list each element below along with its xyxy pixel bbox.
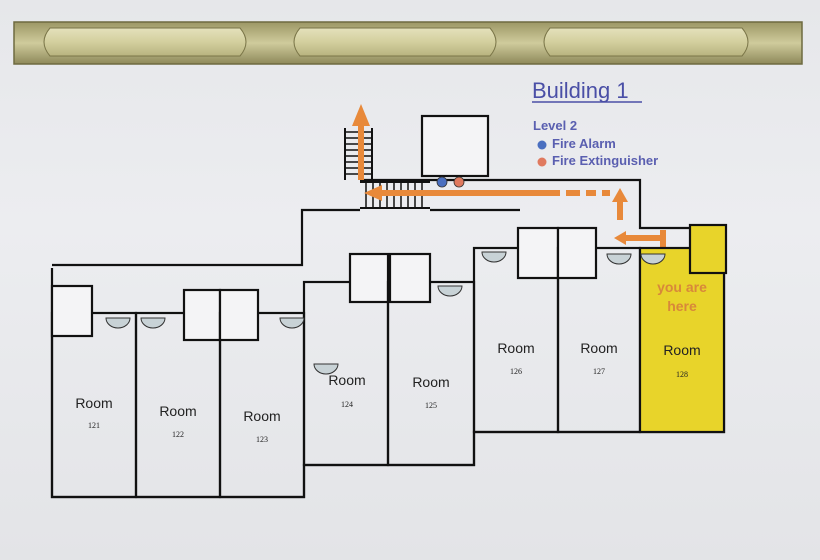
bathroom-121 xyxy=(50,284,94,338)
room-128-label: Room xyxy=(663,342,700,358)
legend-fire-alarm: Fire Alarm xyxy=(552,136,616,151)
you-are-here-line1: you are xyxy=(657,279,707,295)
bathroom-124 xyxy=(348,252,390,304)
legend-level: Level 2 xyxy=(533,118,577,133)
door-fixtures xyxy=(105,251,666,375)
room-124 xyxy=(302,252,390,467)
room-128-number: 128 xyxy=(676,370,688,379)
room-123-label: Room xyxy=(243,408,280,424)
arrow-exit-up-icon xyxy=(352,104,370,126)
bathroom-123 xyxy=(218,288,260,342)
room-126-number: 126 xyxy=(510,367,522,376)
legend-fire-extinguisher: Fire Extinguisher xyxy=(552,153,658,168)
room-126-label: Room xyxy=(497,340,534,356)
arrow-left-small-icon xyxy=(614,231,626,245)
room-122-label: Room xyxy=(159,403,196,419)
room-125-label: Room xyxy=(412,374,449,390)
room-127-number: 127 xyxy=(593,367,605,376)
bathroom-125 xyxy=(388,252,432,304)
bathroom-127 xyxy=(556,226,598,280)
room-125-number: 125 xyxy=(425,401,437,410)
room-127-label: Room xyxy=(580,340,617,356)
legend: Level 2 Fire Alarm Fire Extinguisher xyxy=(533,118,658,168)
room-121 xyxy=(50,284,138,499)
room-122-number: 122 xyxy=(172,430,184,439)
bathroom-122 xyxy=(182,288,222,342)
room-labels: Room 121 Room 122 Room 123 Room 124 Room… xyxy=(75,340,700,444)
room-121-label: Room xyxy=(75,395,112,411)
room-124-label: Room xyxy=(328,372,365,388)
room-121-number: 121 xyxy=(88,421,100,430)
room-127 xyxy=(556,226,642,434)
room-123 xyxy=(218,288,306,499)
bathroom-128 xyxy=(688,223,728,275)
header-strip xyxy=(13,21,803,65)
evacuation-route xyxy=(352,104,666,248)
fire-extinguisher-marker-icon xyxy=(453,176,465,188)
elevator-core xyxy=(420,114,490,178)
room-125 xyxy=(386,252,476,467)
bathroom-126 xyxy=(516,226,560,280)
fire-alarm-dot-icon xyxy=(537,140,547,150)
arrow-left-icon xyxy=(364,185,382,201)
room-123-number: 123 xyxy=(256,435,268,444)
arrow-up-icon xyxy=(612,188,628,202)
building-title: Building 1 xyxy=(532,78,629,103)
fire-alarm-marker-icon xyxy=(436,176,448,188)
you-are-here-line2: here xyxy=(667,298,697,314)
room-124-number: 124 xyxy=(341,400,353,409)
fire-extinguisher-dot-icon xyxy=(537,157,547,167)
room-128 xyxy=(638,223,728,434)
highlighted-room-128 xyxy=(638,246,726,434)
